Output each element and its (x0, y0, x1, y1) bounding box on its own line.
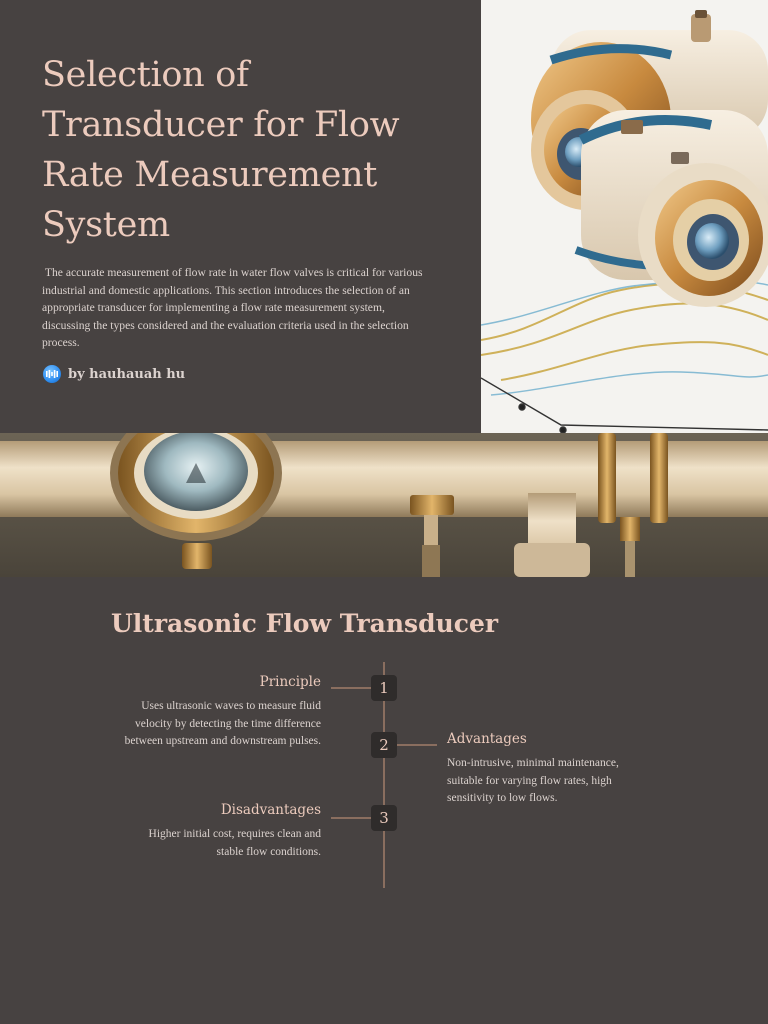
user-avatar-icon (43, 365, 61, 383)
disadvantages-body: Higher initial cost, requires clean and … (148, 828, 321, 858)
disadvantages-heading: Disadvantages (220, 802, 321, 818)
hero-image (481, 0, 768, 433)
advantages-heading: Advantages (447, 731, 527, 747)
principle-heading: Principle (259, 674, 321, 690)
author-name: by hauhauah hu (68, 366, 186, 382)
advantages-body: Non-intrusive, minimal maintenance, suit… (447, 757, 619, 804)
timeline-line (383, 662, 385, 888)
step-number-1: 1 (371, 675, 397, 701)
intro-paragraph: The accurate measurement of flow rate in… (42, 266, 426, 349)
section-title: Ultrasonic Flow Transducer (111, 609, 499, 638)
principle-body: Uses ultrasonic waves to measure fluid v… (124, 700, 321, 747)
title-slide: Selection of Transducer for Flow Rate Me… (0, 0, 768, 433)
step-number-3: 3 (371, 805, 397, 831)
author-byline[interactable]: by hauhauah hu (43, 364, 185, 384)
pipe-banner-image (0, 433, 768, 577)
timeline-connector (397, 744, 437, 746)
page-title: Selection of Transducer for Flow Rate Me… (42, 55, 400, 245)
timeline-connector (331, 817, 371, 819)
timeline-connector (331, 687, 371, 689)
step-number-2: 2 (371, 732, 397, 758)
